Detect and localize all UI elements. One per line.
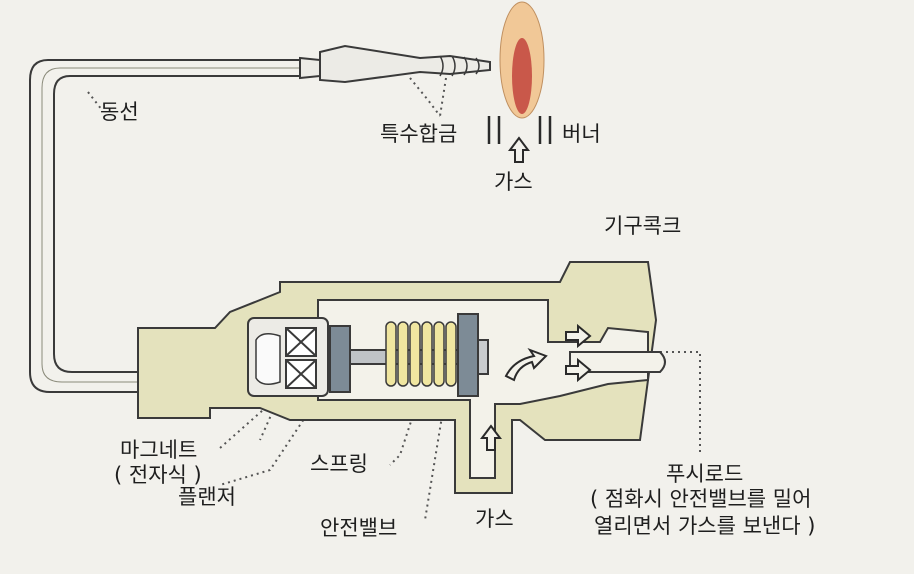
flow-right-arrow-icon [565, 357, 592, 383]
copper-wire [29, 59, 300, 393]
label-magnet-line2: ( 전자식 ) [114, 463, 202, 487]
spring [385, 321, 457, 387]
label-wire: 동선 [100, 100, 139, 124]
label-magnet-line1: 마그네트 [120, 438, 198, 462]
label-gas-bottom: 가스 [475, 507, 514, 531]
label-spring: 스프링 [310, 452, 368, 476]
label-gas-top: 가스 [494, 170, 533, 194]
label-gas-cock: 기구콕크 [604, 214, 682, 238]
flow-curve-arrow-icon [504, 347, 548, 382]
burner-walls [487, 116, 552, 144]
label-plunger: 플랜저 [178, 485, 236, 509]
label-special-alloy: 특수합금 [380, 122, 458, 146]
push-rod [569, 351, 666, 373]
label-burner: 버너 [562, 122, 601, 146]
safety-valve-disc [457, 313, 489, 397]
label-push-rod-desc1: ( 점화시 안전밸브를 밀어 [590, 487, 812, 511]
label-safety-valve: 안전밸브 [320, 516, 398, 540]
gas-inlet-arrow-up-icon [480, 424, 502, 451]
flow-right-arrow-icon [565, 323, 592, 349]
flame [499, 1, 545, 119]
label-push-rod-desc2: 열리면서 가스를 보낸다 ) [594, 514, 816, 538]
magnet-housing [247, 317, 329, 397]
thermocouple-tip [299, 44, 491, 84]
label-push-rod: 푸시로드 [666, 462, 744, 486]
gas-arrow-up-icon [508, 136, 530, 163]
